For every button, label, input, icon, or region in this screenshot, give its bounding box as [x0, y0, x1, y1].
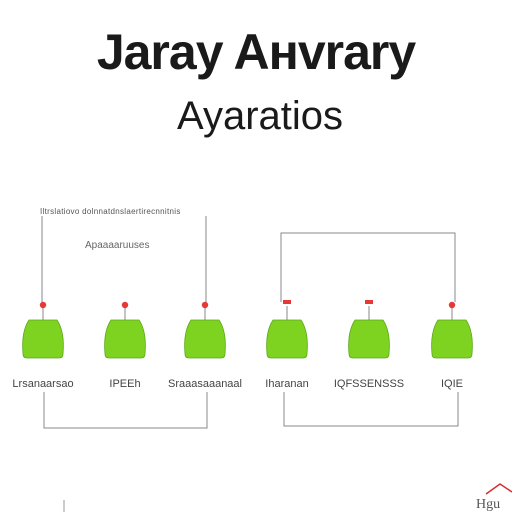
right-bottom-bracket — [283, 392, 459, 427]
node-body — [22, 319, 64, 359]
node-indicator-dot — [201, 301, 209, 309]
node-label: IQFSSENSSS — [334, 378, 404, 390]
node-label: Iharanan — [265, 378, 308, 390]
diagram-node: IQIE — [431, 301, 473, 390]
right-bracket-line — [280, 232, 456, 302]
node-body — [104, 319, 146, 359]
node-indicator-dot — [448, 301, 456, 309]
diagram-node: IQFSSENSSS — [334, 300, 404, 390]
diagram-node: Iharanan — [265, 300, 309, 390]
diagram-node: IPEEh — [104, 301, 146, 390]
node-label: Lrsanaarsao — [12, 378, 73, 390]
page-subtitle: Ayaratios — [176, 94, 343, 138]
node-body — [348, 319, 390, 359]
node-body — [184, 319, 226, 359]
node-indicator-bar — [283, 300, 291, 304]
node-body — [431, 319, 473, 359]
node-label: Sraaasaaanaal — [168, 378, 242, 390]
corner-roof-icon — [485, 483, 512, 495]
top-connectors — [41, 216, 456, 302]
header-caption: Iltrslatiovo dolnnatdnslaertirecnnitnis — [40, 207, 181, 216]
node-indicator-dot — [121, 301, 129, 309]
diagram-node: Sraaasaaanaal — [168, 301, 242, 390]
node-body — [266, 319, 308, 359]
corner-logo: Hgu — [476, 483, 512, 512]
node-indicator-bar — [365, 300, 373, 304]
node-label: IPEEh — [109, 378, 140, 390]
node-label: IQIE — [441, 378, 463, 390]
left-bottom-bracket — [43, 392, 208, 429]
sub-caption: Apaaaaruuses — [85, 240, 150, 251]
node-indicator-dot — [39, 301, 47, 309]
diagram-node: Lrsanaarsao — [12, 301, 74, 390]
page-title: Jaray Aнvrary — [96, 24, 416, 80]
bottom-connectors — [43, 392, 459, 429]
corner-text: Hgu — [476, 497, 500, 512]
nodes-group: Lrsanaarsao IPEEh Sraaasaaanaal Iharanan IQF… — [12, 300, 473, 390]
